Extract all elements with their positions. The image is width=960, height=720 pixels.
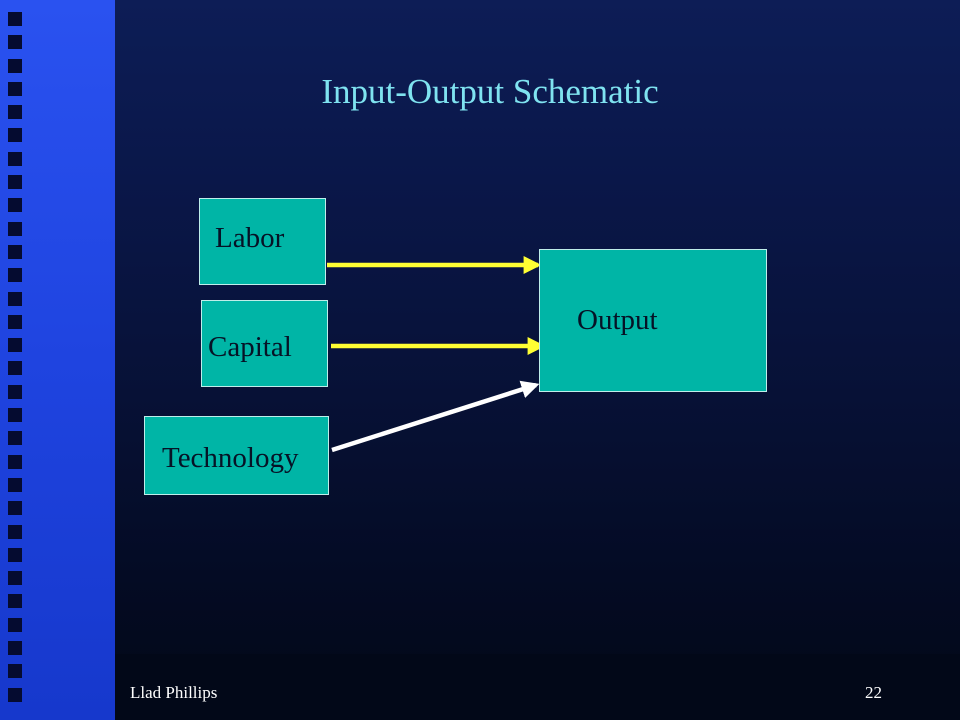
footer-band xyxy=(115,654,960,720)
capital-box: Capital xyxy=(201,300,328,387)
bullet-square xyxy=(8,105,22,120)
bullet-square xyxy=(8,314,22,329)
bullet-square xyxy=(8,268,22,283)
decorative-square-column xyxy=(8,12,24,711)
bullet-square xyxy=(8,431,22,446)
bullet-square xyxy=(8,477,22,492)
bullet-square xyxy=(8,244,22,259)
page-number: 22 xyxy=(865,683,882,702)
bullet-square xyxy=(8,128,22,143)
output-label: Output xyxy=(577,304,658,336)
bullet-square xyxy=(8,361,22,376)
bullet-square xyxy=(8,384,22,399)
bullet-square xyxy=(8,58,22,73)
slide-title: Input-Output Schematic xyxy=(321,72,659,111)
bullet-square xyxy=(8,664,22,679)
bullet-square xyxy=(8,151,22,166)
bullet-square xyxy=(8,221,22,236)
bullet-square xyxy=(8,594,22,609)
bullet-square xyxy=(8,617,22,632)
bullet-square xyxy=(8,687,22,702)
capital-label: Capital xyxy=(208,331,292,363)
technology-to-output-arrow xyxy=(331,380,540,453)
technology-box: Technology xyxy=(144,416,329,495)
bullet-square xyxy=(8,12,22,26)
bullet-square xyxy=(8,291,22,306)
labor-box: Labor xyxy=(199,198,326,285)
bullet-square xyxy=(8,35,22,50)
bullet-square xyxy=(8,641,22,656)
bullet-square xyxy=(8,524,22,539)
bullet-square xyxy=(8,338,22,353)
bullet-square xyxy=(8,175,22,190)
bullet-square xyxy=(8,547,22,562)
output-box: Output xyxy=(539,249,767,392)
decorative-side-band xyxy=(0,0,115,720)
technology-label: Technology xyxy=(162,442,299,474)
bullet-square xyxy=(8,501,22,516)
bullet-square xyxy=(8,81,22,96)
bullet-square xyxy=(8,198,22,213)
bullet-square xyxy=(8,571,22,586)
bullet-square xyxy=(8,408,22,423)
labor-label: Labor xyxy=(215,222,285,254)
bullet-square xyxy=(8,454,22,469)
footer-author: Llad Phillips xyxy=(130,683,218,702)
